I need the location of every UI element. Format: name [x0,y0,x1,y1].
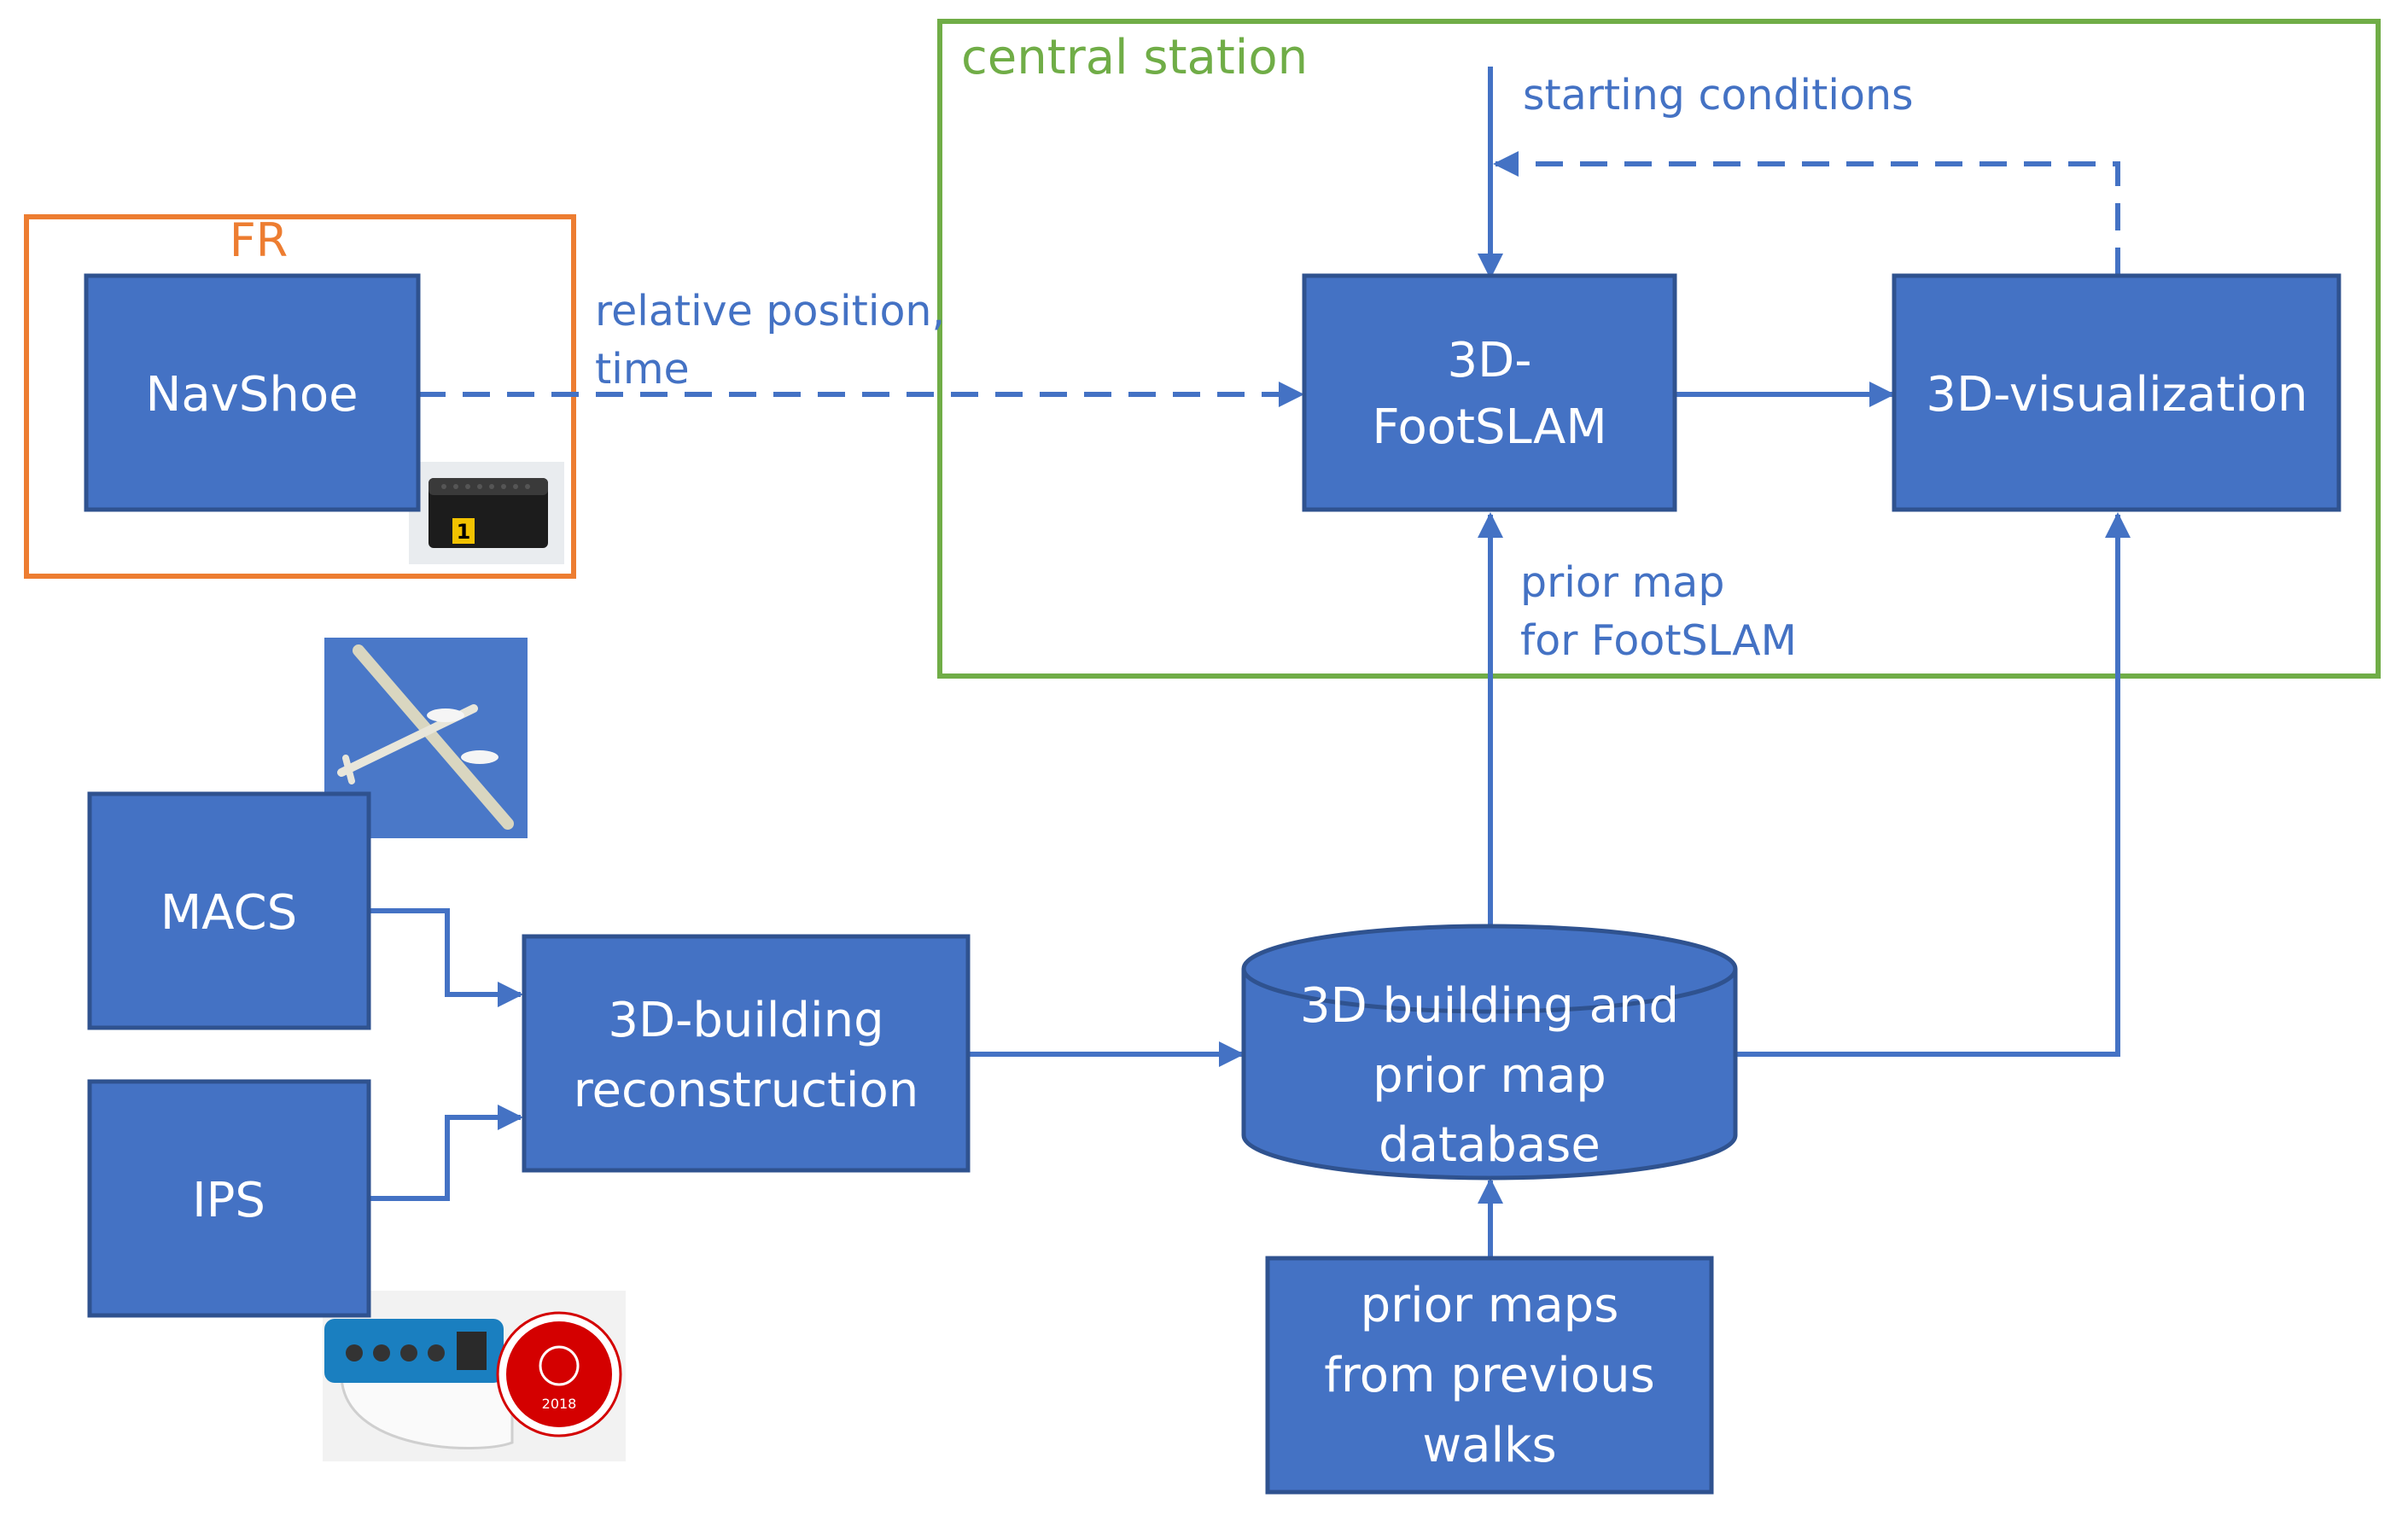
navshoe-sensor-image: 1 [409,462,564,564]
node-ips[interactable]: IPS [87,1079,371,1318]
node-reconstruction-line2: reconstruction [574,1063,919,1118]
node-visualization-label: 3D-visualization [1926,367,2307,423]
node-macs-label: MACS [160,885,297,941]
seal-year: 2018 [542,1396,577,1412]
node-prior-walks-line2: from previous [1324,1348,1655,1403]
node-macs[interactable]: MACS [87,791,371,1030]
ips-device-image: 2018 [323,1291,626,1461]
node-database[interactable]: 3D building and prior map database [1241,924,1738,1181]
node-navshoe-label: NavShoe [145,367,358,423]
node-database-line3: database [1379,1117,1600,1173]
node-prior-walks[interactable]: prior maps from previous walks [1265,1256,1714,1495]
node-prior-walks-line3: walks [1422,1418,1556,1473]
arrow-ips-to-reconstruction [369,1105,523,1201]
sensor-digit: 1 [457,520,471,544]
node-database-line2: prior map [1373,1048,1606,1104]
node-reconstruction-line1: 3D-building [608,993,883,1048]
central-station-label: central station [961,30,1308,85]
arrow-macs-to-reconstruction [369,908,523,1007]
node-reconstruction[interactable]: 3D-building reconstruction [522,934,971,1173]
node-prior-walks-line1: prior maps [1361,1278,1619,1333]
node-ips-label: IPS [192,1173,265,1228]
label-relative-position-line2: time [595,345,690,394]
label-starting-conditions: starting conditions [1523,71,1914,120]
connectors [369,67,2131,1257]
node-navshoe[interactable]: NavShoe [84,273,421,512]
node-footslam[interactable]: 3D- FootSLAM [1302,273,1677,512]
central-station-frame: central station [937,19,2381,679]
node-footslam-line2: FootSLAM [1372,399,1606,455]
fr-label: FR [230,213,289,267]
label-relative-position-line1: relative position, [595,287,945,335]
node-visualization[interactable]: 3D-visualization [1892,273,2341,512]
label-prior-map-line1: prior map [1520,558,1724,607]
node-database-line1: 3D building and [1300,978,1679,1034]
node-footslam-line1: 3D- [1448,333,1532,388]
arrow-visualization-feedback [1493,151,2120,275]
arrow-database-to-visualization [1736,512,2131,1057]
label-prior-map-line2: for FootSLAM [1520,616,1797,665]
